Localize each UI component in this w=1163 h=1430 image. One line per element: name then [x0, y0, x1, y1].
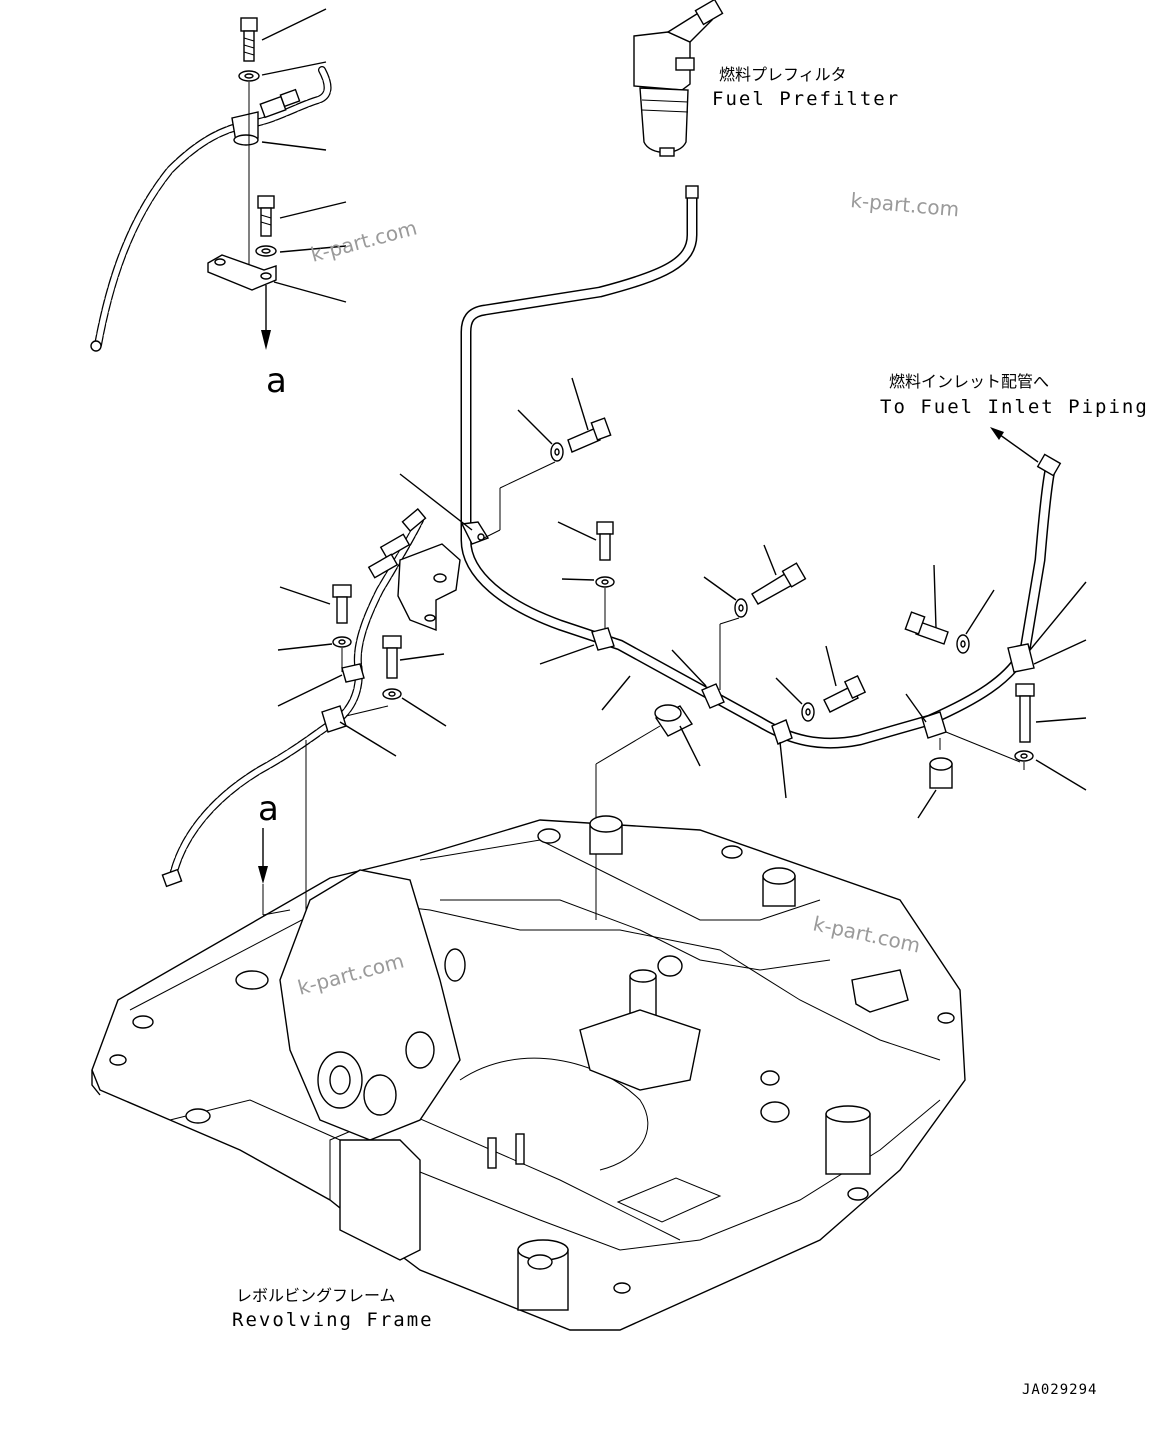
- washer-icon: [801, 702, 815, 722]
- bolt-icon: [823, 674, 867, 713]
- revolving-frame-label-en: Revolving Frame: [232, 1309, 434, 1331]
- fuel-prefilter: [633, 0, 724, 157]
- washer-icon: [332, 636, 352, 648]
- bolt-icon: [1015, 683, 1035, 743]
- view-letter-top: a: [266, 361, 287, 401]
- fuel-prefilter-label-jp: 燃料プレフィルタ: [719, 65, 847, 84]
- view-letter-bottom: a: [258, 789, 279, 829]
- bolt-icon: [751, 562, 807, 605]
- bolt-icon: [332, 584, 352, 624]
- fuel-inlet-label-en: To Fuel Inlet Piping: [880, 396, 1149, 418]
- watermark: k-part.com: [850, 188, 961, 221]
- hose-assembly: [161, 507, 461, 930]
- bolt-icon: [240, 17, 258, 62]
- revolving-frame-label-jp: レボルビングフレーム: [236, 1286, 396, 1305]
- spacer-icon: [929, 757, 953, 789]
- clamp-icon: [701, 683, 725, 709]
- watermark: k-part.com: [308, 215, 419, 266]
- frame-holes: [109, 828, 955, 1294]
- bolt-icon: [257, 195, 275, 237]
- washer-icon: [382, 688, 402, 700]
- fuel-pipe: [460, 185, 1062, 749]
- fuel-prefilter-label-en: Fuel Prefilter: [712, 88, 900, 110]
- clamp-icon: [1007, 643, 1035, 673]
- pipe-hardware: [399, 377, 1087, 920]
- watermark: k-part.com: [811, 911, 923, 957]
- detail-view-a: a: [90, 8, 347, 401]
- washer-icon: [550, 442, 564, 462]
- bolt-icon: [567, 417, 612, 453]
- bolt-icon: [596, 521, 614, 561]
- washer-icon: [255, 245, 277, 257]
- clamp-icon: [591, 627, 615, 651]
- clamp-icon: [771, 719, 793, 745]
- drawing-code: JA029294: [1022, 1382, 1097, 1398]
- revolving-frame: [91, 815, 966, 1331]
- bolt-icon: [382, 635, 402, 679]
- bolt-icon: [904, 611, 949, 645]
- washer-icon: [595, 576, 615, 588]
- clamp-icon: [341, 663, 365, 683]
- bracket-icon: [207, 254, 277, 291]
- fuel-inlet-label-jp: 燃料インレット配管へ: [889, 372, 1049, 391]
- hose-fitting-icon: [259, 88, 301, 119]
- spacer-icon: [654, 704, 694, 737]
- washer-icon: [1014, 750, 1034, 762]
- washer-icon: [734, 598, 748, 618]
- washer-icon: [238, 70, 260, 82]
- clamp-icon: [231, 111, 259, 146]
- washer-icon: [956, 634, 970, 654]
